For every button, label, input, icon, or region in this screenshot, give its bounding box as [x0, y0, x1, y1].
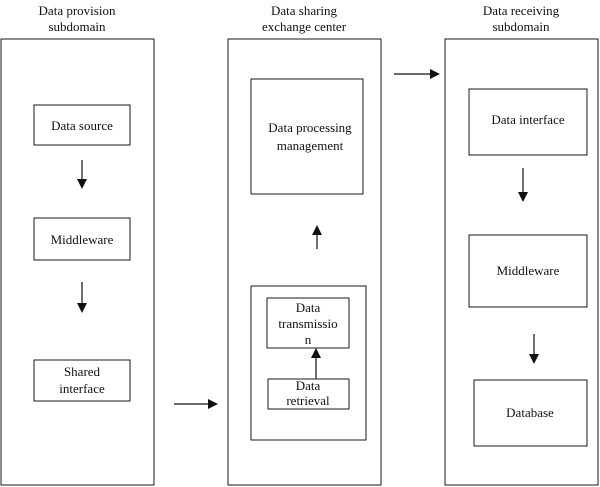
data-source-label: Data source — [51, 118, 113, 133]
arrow-to-processing-head — [312, 225, 322, 235]
arrow-retrieval-to-transmission-head — [311, 348, 321, 358]
receiving-title-line2: subdomain — [492, 19, 550, 34]
shared-interface-box — [33, 359, 131, 402]
provision-title-line1: Data provision — [39, 3, 116, 18]
arrow-exchange-to-receiving-head — [430, 69, 440, 79]
shared-interface-label-line2: interface — [59, 381, 105, 396]
receiving-title-line1: Data receiving — [483, 3, 560, 18]
data-processing-label-line2: management — [277, 138, 344, 153]
arrow-middleware-to-interface-head — [77, 303, 87, 313]
data-retrieval-label-line1: Data — [296, 378, 321, 393]
database-box — [473, 379, 588, 447]
arrow-provision-to-exchange-head — [208, 399, 218, 409]
data-transmission-label-line1: Data — [296, 300, 321, 315]
exchange-title-line1: Data sharing — [271, 3, 338, 18]
data-source-box — [33, 104, 131, 146]
arrow-middleware-to-database-head — [529, 354, 539, 364]
shared-interface-label-line1: Shared — [64, 364, 101, 379]
data-retrieval-box — [267, 378, 350, 410]
arrow-source-to-middleware-head — [77, 179, 87, 189]
arrow-interface-to-middleware-head — [518, 192, 528, 202]
data-processing-box — [250, 78, 364, 195]
provision-middleware-box — [33, 217, 131, 261]
data-interface-label: Data interface — [491, 112, 564, 127]
data-processing-label-line1: Data processing — [268, 120, 352, 135]
exchange-title-line2: exchange center — [262, 19, 347, 34]
receiving-middleware-box — [468, 234, 588, 308]
provision-middleware-label: Middleware — [51, 232, 114, 247]
data-transmission-label-line3: n — [305, 332, 312, 347]
data-transmission-box — [266, 297, 350, 349]
database-label: Database — [506, 405, 554, 420]
provision-title-line2: subdomain — [48, 19, 106, 34]
receiving-middleware-label: Middleware — [497, 263, 560, 278]
data-interface-box — [468, 88, 588, 156]
data-retrieval-label-line2: retrieval — [286, 393, 330, 408]
data-transmission-label-line2: transmissio — [278, 316, 337, 331]
